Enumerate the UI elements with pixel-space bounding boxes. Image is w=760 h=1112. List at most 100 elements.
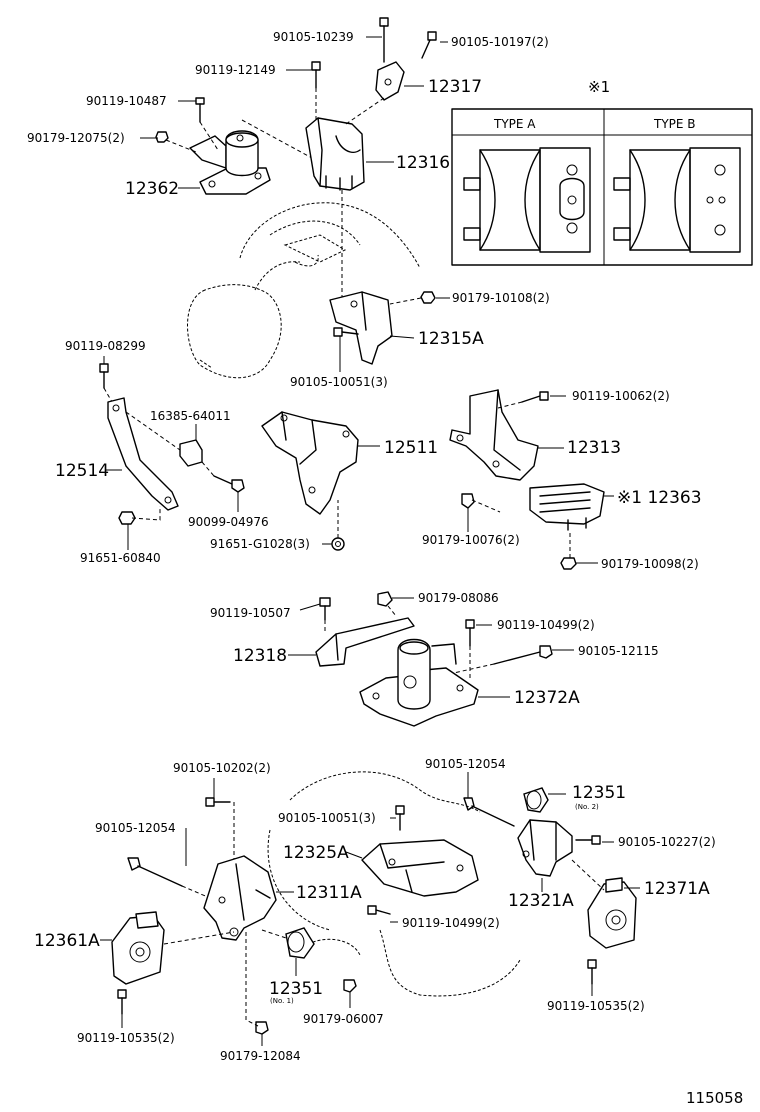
label-90119-12149: 90119-12149	[195, 63, 276, 77]
bolt-90105-10239	[379, 17, 389, 63]
part-12511-bracket	[261, 411, 359, 515]
part-12321A-bracket	[517, 819, 573, 877]
type-b-label: TYPE B	[653, 117, 696, 131]
label-90119-08299: 90119-08299	[65, 339, 146, 353]
label-90179-12075: 90179-12075(2)	[27, 131, 125, 145]
bolt-90119-10499-top	[465, 619, 475, 647]
label-90179-06007: 90179-06007	[303, 1012, 384, 1026]
engine-outline-upper	[187, 202, 421, 379]
type-a-label: TYPE A	[493, 117, 536, 131]
label-12316: 12316	[396, 153, 450, 173]
part-12351-no2-bushing	[523, 787, 549, 813]
label-90105-10051-top: 90105-10051(3)	[290, 375, 388, 389]
part-16385-64011	[179, 439, 203, 467]
part-12318-stay	[315, 617, 415, 667]
label-91651-60840: 91651-60840	[80, 551, 161, 565]
bolt-90099-04976	[213, 475, 245, 493]
label-12318: 12318	[233, 646, 287, 666]
bolt-90119-10507	[319, 597, 331, 621]
bolt-90105-12054-right	[463, 797, 515, 827]
label-90105-10202: 90105-10202(2)	[173, 761, 271, 775]
bolt-90119-10535-right	[587, 959, 597, 985]
bolt-90119-10535-left	[117, 989, 127, 1015]
label-12351-no1-sub: (No. 1)	[270, 997, 294, 1005]
label-12351-no1: 12351	[269, 979, 323, 999]
nut-91651-G1028	[331, 537, 345, 551]
nut-90179-10076	[461, 493, 475, 509]
bolt-90105-10227	[575, 835, 601, 845]
label-12511: 12511	[384, 438, 438, 458]
label-90119-10487: 90119-10487	[86, 94, 167, 108]
label-12351-no2-sub: (No. 2)	[575, 803, 599, 811]
label-12361A: 12361A	[34, 931, 100, 951]
label-90179-10098: 90179-10098(2)	[601, 557, 699, 571]
type-b-drawing	[613, 147, 741, 253]
bolt-90105-10051-top	[333, 327, 359, 337]
nut-90179-06007	[343, 979, 357, 993]
bolt-90105-10202	[205, 797, 231, 807]
label-12514: 12514	[55, 461, 109, 481]
part-12514-stay	[107, 397, 179, 511]
label-12362: 12362	[125, 179, 179, 199]
label-12321A: 12321A	[508, 891, 574, 911]
figure-number: 115058	[686, 1089, 743, 1107]
label-90119-10499-top: 90119-10499(2)	[497, 618, 595, 632]
part-12315A-bracket	[329, 291, 393, 365]
label-90119-10499-bottom: 90119-10499(2)	[402, 916, 500, 930]
part-labels: 90105-10239 90105-10197(2) 90119-12149 1…	[27, 30, 716, 1063]
part-12313-bracket	[449, 389, 539, 481]
label-90105-10227: 90105-10227(2)	[618, 835, 716, 849]
bolt-90119-10487	[195, 97, 205, 123]
label-90105-12054-left: 90105-12054	[95, 821, 176, 835]
nut-90179-12075	[155, 131, 169, 143]
nut-90179-10108	[420, 291, 436, 304]
type-a-drawing	[463, 147, 591, 253]
bolt-90105-12054-left	[127, 857, 183, 887]
label-12311A: 12311A	[296, 883, 362, 903]
part-12351-no1-bushing	[285, 927, 315, 959]
nut-91651-60840	[118, 511, 136, 525]
label-90099-04976: 90099-04976	[188, 515, 269, 529]
nut-90179-12084	[255, 1021, 269, 1035]
label-90105-10051-bottom: 90105-10051(3)	[278, 811, 376, 825]
bolt-90119-08299	[99, 363, 109, 389]
label-12371A: 12371A	[644, 879, 710, 899]
part-12363-rubber	[529, 483, 605, 531]
label-12315A: 12315A	[418, 329, 484, 349]
nut-90179-08086	[377, 591, 393, 607]
label-12317: 12317	[428, 77, 482, 97]
label-90105-12115: 90105-12115	[578, 644, 659, 658]
bolt-90105-10051-bottom	[395, 805, 405, 831]
label-90179-10076: 90179-10076(2)	[422, 533, 520, 547]
label-12363: ※1 12363	[617, 488, 702, 508]
bolt-90119-10062	[521, 391, 549, 403]
label-90179-12084: 90179-12084	[220, 1049, 301, 1063]
label-12313: 12313	[567, 438, 621, 458]
label-12325A: 12325A	[283, 843, 349, 863]
bolt-90105-10197	[421, 31, 437, 59]
nut-90179-10098	[560, 557, 577, 570]
label-90119-10507: 90119-10507	[210, 606, 291, 620]
part-12362-mount	[189, 130, 271, 195]
label-90105-12054-right: 90105-12054	[425, 757, 506, 771]
part-12372A-mount	[359, 638, 479, 727]
label-90179-08086: 90179-08086	[418, 591, 499, 605]
part-12311A-bracket	[203, 855, 277, 941]
label-91651-G1028: 91651-G1028(3)	[210, 537, 310, 551]
label-90119-10535-right: 90119-10535(2)	[547, 999, 645, 1013]
label-90105-10239: 90105-10239	[273, 30, 354, 44]
part-12325A-bracket	[361, 839, 479, 897]
label-12351-no2: 12351	[572, 783, 626, 803]
inset-marker: ※1	[588, 78, 610, 96]
bolt-90119-12149	[311, 61, 321, 89]
label-16385-64011: 16385-64011	[150, 409, 231, 423]
label-90119-10535-left: 90119-10535(2)	[77, 1031, 175, 1045]
label-12372A: 12372A	[514, 688, 580, 708]
part-12317-bracket	[375, 61, 405, 101]
part-12371A-mount	[587, 877, 637, 949]
label-90105-10197: 90105-10197(2)	[451, 35, 549, 49]
bolt-90105-12115	[493, 645, 553, 665]
part-12316-bracket	[305, 117, 365, 191]
part-12361A-mount	[111, 911, 165, 985]
